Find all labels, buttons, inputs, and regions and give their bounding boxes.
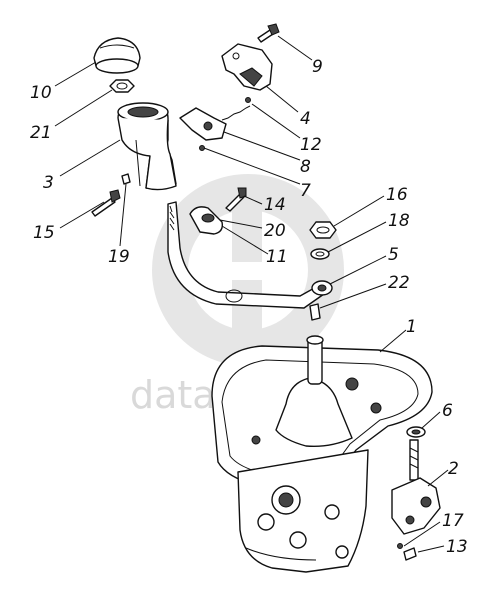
leader-line-2 xyxy=(427,469,449,487)
leader-line-12 xyxy=(251,103,301,139)
callout-14: 14 xyxy=(264,195,286,215)
callout-9: 9 xyxy=(312,57,323,77)
callout-7: 7 xyxy=(300,181,311,201)
part-valve-body xyxy=(391,439,441,535)
part-bolt-15 xyxy=(91,189,121,217)
callout-13: 13 xyxy=(446,537,468,557)
part-bushing xyxy=(309,303,321,321)
callout-16: 16 xyxy=(386,185,408,205)
part-screw-9 xyxy=(257,23,280,43)
part-bolt-14 xyxy=(225,187,247,212)
part-valve-cap xyxy=(406,426,426,438)
part-latch xyxy=(179,97,251,151)
part-washer-18 xyxy=(310,248,330,260)
leader-line-11 xyxy=(221,225,269,255)
callout-10: 10 xyxy=(30,83,52,103)
leader-line-7 xyxy=(203,147,301,185)
callout-4: 4 xyxy=(300,109,311,129)
leader-line-4 xyxy=(265,85,299,113)
leader-line-20 xyxy=(219,219,263,229)
leader-line-21 xyxy=(54,89,113,127)
part-nut-16 xyxy=(309,221,337,239)
callout-18: 18 xyxy=(388,211,410,231)
part-bracket xyxy=(221,43,273,91)
part-lever-housing xyxy=(117,102,177,191)
leader-line-17 xyxy=(403,521,441,547)
part-pin-19 xyxy=(121,173,131,185)
callout-2: 2 xyxy=(448,459,459,479)
callout-1: 1 xyxy=(406,317,417,337)
leader-line-18 xyxy=(327,221,387,253)
leader-line-15 xyxy=(59,201,105,229)
callout-3: 3 xyxy=(43,173,54,193)
callout-22: 22 xyxy=(388,273,410,293)
leader-line-22 xyxy=(319,283,387,309)
callout-11: 11 xyxy=(266,247,288,267)
leader-line-19 xyxy=(119,183,127,247)
part-shift-rod xyxy=(167,201,333,309)
callout-19: 19 xyxy=(108,247,130,267)
leader-line-10 xyxy=(54,61,97,87)
leader-line-13 xyxy=(417,545,445,553)
callout-20: 20 xyxy=(264,221,286,241)
leader-line-3 xyxy=(59,139,121,177)
callout-5: 5 xyxy=(388,245,399,265)
callout-6: 6 xyxy=(442,401,453,421)
leader-line-6 xyxy=(421,411,441,429)
callout-8: 8 xyxy=(300,157,311,177)
leader-line-14 xyxy=(243,195,263,205)
part-clamp xyxy=(189,206,224,235)
callout-12: 12 xyxy=(300,135,322,155)
leader-line-1 xyxy=(379,329,407,353)
callout-21: 21 xyxy=(30,123,52,143)
part-screw-13 xyxy=(397,543,417,561)
leader-line-8 xyxy=(223,131,301,161)
part-cap xyxy=(93,37,141,74)
leader-line-16 xyxy=(333,195,385,227)
leader-line-5 xyxy=(329,255,387,285)
part-mechanism-base xyxy=(211,335,433,573)
part-nut-small xyxy=(109,79,135,93)
callout-17: 17 xyxy=(442,511,464,531)
leader-line-9 xyxy=(277,35,313,61)
callout-15: 15 xyxy=(33,223,55,243)
